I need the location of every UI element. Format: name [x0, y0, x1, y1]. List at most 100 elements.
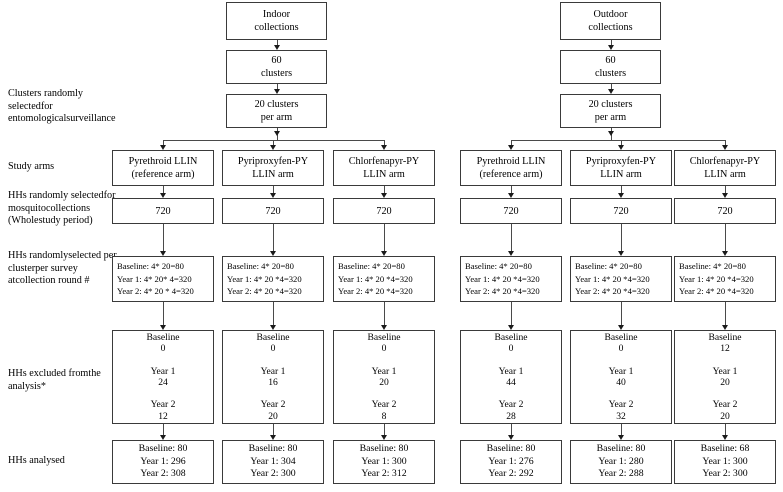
- side-label-hhs-selected-cluster: HHs randomlyselected per clusterper surv…: [8, 250, 118, 288]
- arm-indoor-pyrethroid-excluded-to-analysed-line: [163, 424, 164, 436]
- box-text-line: clusters: [260, 68, 293, 79]
- box-text-line: Year 1: 4* 20 *4=320: [679, 273, 754, 284]
- arm-outdoor-chlorfenapyr-percluster-to-excluded-arrow: [722, 325, 728, 330]
- group-outdoor-bus-drop-0-arrow: [508, 145, 514, 150]
- box-text-line: Baseline: 80: [359, 443, 409, 455]
- box-text-line: Year 2: 312: [361, 468, 407, 480]
- arm-outdoor-pyriproxyfen-total-to-percluster-arrow: [618, 251, 624, 256]
- group-indoor-bus-drop-1-line: [273, 140, 274, 146]
- box-text-line: Year 2: 4* 20 *4=320: [575, 286, 650, 296]
- arm-outdoor-pyriproxyfen-percluster-to-excluded-arrow: [618, 325, 624, 330]
- box-text-line: Baseline: 4* 20=80: [227, 261, 294, 271]
- arm-indoor-chlorfenapyr-title-to-total-arrow: [381, 193, 387, 198]
- group-outdoor-clusters-to-perarm-line: [610, 84, 612, 90]
- arm-outdoor-pyrethroid-excluded-to-analysed-line: [511, 424, 512, 436]
- box-text-line: Baseline: 80: [248, 443, 298, 455]
- group-indoor-header-to-clusters-arrow: [273, 45, 280, 50]
- box-text-line: LLIN arm: [252, 169, 294, 180]
- side-label-line: for mosquito: [8, 190, 116, 214]
- arm-hh-total-outdoor-pyrethroid: 720: [460, 198, 562, 224]
- box-text-line: [675, 388, 775, 399]
- arm-hh-total-outdoor-pyriproxyfen: 720: [570, 198, 672, 224]
- box-text-line: Baseline: 4* 20=80: [465, 261, 532, 271]
- box-text-line: Year 2: 288: [598, 468, 644, 480]
- arm-outdoor-pyrethroid-total-to-percluster-line: [511, 224, 512, 252]
- arm-indoor-pyrethroid-title-to-total-line: [163, 186, 164, 194]
- group-outdoor-bus-drop-2-arrow: [722, 145, 728, 150]
- box-text-line: [223, 355, 323, 366]
- arm-outdoor-pyrethroid-title-to-total-arrow: [508, 193, 514, 198]
- arm-indoor-pyriproxyfen-total-to-percluster-arrow: [270, 251, 276, 256]
- box-text-line: Year 1: 276: [488, 455, 534, 467]
- box-text-line: Baseline: 80: [596, 443, 646, 455]
- group-outdoor-bus-drop-0-line: [511, 140, 512, 146]
- box-text-line: Baseline: [604, 332, 638, 344]
- box-text-line: Chlorfenapyr-PY: [348, 156, 420, 167]
- box-text-line: Pyrethroid LLIN: [476, 156, 546, 167]
- box-text-line: Baseline: 80: [138, 443, 188, 455]
- box-text-line: 20 clusters: [254, 99, 299, 110]
- box-text-line: 20: [720, 410, 730, 422]
- arm-outdoor-pyriproxyfen-percluster-to-excluded-line: [621, 302, 622, 326]
- group-outdoor-header-to-clusters-line: [610, 40, 612, 46]
- arm-outdoor-pyrethroid-title-to-total-line: [511, 186, 512, 194]
- group-indoor-bus-drop-2-line: [384, 140, 385, 146]
- box-text-line: 20: [268, 410, 278, 422]
- arm-indoor-pyrethroid-title-to-total-arrow: [160, 193, 166, 198]
- box-text-line: 12: [720, 343, 730, 355]
- arm-indoor-chlorfenapyr-excluded-to-analysed-arrow: [381, 435, 387, 440]
- box-text-line: Year 2: 300: [702, 468, 748, 480]
- arm-outdoor-pyrethroid-excluded-to-analysed-arrow: [508, 435, 514, 440]
- side-label-line: Study arms: [8, 161, 55, 172]
- arm-indoor-pyriproxyfen-percluster-to-excluded-line: [273, 302, 274, 326]
- box-text-line: Year 2: [498, 399, 524, 411]
- box-text-line: Year 1: 4* 20 *4=320: [465, 273, 540, 284]
- arm-indoor-pyrethroid-percluster-to-excluded-arrow: [160, 325, 166, 330]
- box-text-line: Year 2: [712, 399, 738, 411]
- box-text-line: [223, 388, 323, 399]
- arm-outdoor-pyrethroid-percluster-to-excluded-line: [511, 302, 512, 326]
- arm-indoor-pyriproxyfen-excluded-to-analysed-line: [273, 424, 274, 436]
- box-text-line: Year 1: [498, 365, 524, 377]
- side-label-hhs-selected-mosquito: HHs randomly selectedfor mosquitocollect…: [8, 190, 120, 228]
- box-text-line: Year 1: 4* 20 *4=320: [575, 273, 650, 284]
- arm-indoor-chlorfenapyr-percluster-to-excluded-line: [384, 302, 385, 326]
- box-text-line: 24: [158, 377, 168, 388]
- box-text-line: 12: [158, 410, 168, 422]
- box-text-line: [113, 388, 213, 399]
- group-indoor-bus-drop-0-line: [163, 140, 164, 146]
- group-indoor-clusters-to-perarm-arrow: [273, 89, 280, 94]
- box-text-line: 720: [265, 205, 281, 217]
- box-text-line: Baseline: 4* 20=80: [338, 261, 405, 271]
- box-text-line: 0: [160, 343, 166, 355]
- box-text-line: Year 1: 4* 20* 4=320: [117, 273, 192, 284]
- arm-indoor-chlorfenapyr-percluster-to-excluded-arrow: [381, 325, 387, 330]
- arm-indoor-pyrethroid-total-to-percluster-line: [163, 224, 164, 252]
- box-text-line: 32: [616, 410, 626, 422]
- box-text-line: collections: [254, 22, 299, 33]
- box-text-line: Year 1: [150, 365, 176, 377]
- box-text-line: [571, 388, 671, 399]
- side-label-study-arms: Study arms: [8, 161, 118, 174]
- arm-hh-total-outdoor-chlorfenapyr: 720: [674, 198, 776, 224]
- arm-hh-total-indoor-chlorfenapyr: 720: [333, 198, 435, 224]
- side-label-line: study period): [38, 215, 93, 227]
- box-text-line: 0: [270, 343, 276, 355]
- side-label-line: surveillance: [66, 113, 116, 125]
- box-text-line: Year 2: 308: [140, 468, 186, 480]
- box-text-line: 720: [155, 205, 171, 217]
